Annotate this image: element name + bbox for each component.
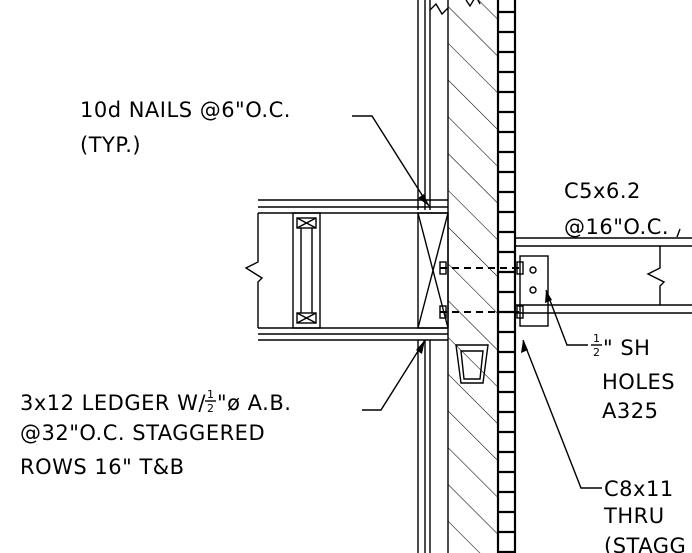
ledger-callout-line1a: 3x12 LEDGER W/ <box>20 391 206 415</box>
ledger-callout-line3: ROWS 16" T&B <box>20 455 185 479</box>
masonry-wall <box>447 0 499 553</box>
c8-callout-line2: THRU <box>603 504 665 528</box>
anchor-bolts <box>439 261 524 319</box>
clip-angle-c8 <box>519 255 549 327</box>
channel-callout-line2: @16"O.C. <box>564 215 669 239</box>
ledger-callout-line2: @32"O.C. STAGGERED <box>20 421 265 445</box>
nails-callout-line2: (TYP.) <box>80 133 141 157</box>
bolt-callout-line3: A325 <box>602 399 658 423</box>
brick-veneer <box>496 0 517 553</box>
nails-callout-line1: 10d NAILS @6"O.C. <box>80 98 291 122</box>
ledger-frac-num: 1 <box>207 388 214 401</box>
floor-joist <box>244 199 448 341</box>
c8-callout-line1: C8x11 <box>604 477 674 501</box>
leader-lines <box>352 115 681 489</box>
bolt-frac-num: 1 <box>593 332 600 345</box>
channel-callout-line1: C5x6.2 <box>564 179 641 203</box>
ledger-frac-den: 2 <box>207 402 214 415</box>
bolt-callout-line2: HOLES <box>602 370 675 394</box>
ledger-section <box>417 212 449 329</box>
bearing-pocket <box>455 344 489 384</box>
wood-stud-wall <box>417 0 481 553</box>
steel-channel-c5 <box>515 237 692 314</box>
ledger-callout-line1b: "ø A.B. <box>217 391 291 415</box>
bolt-callout-line1: " SH <box>603 336 650 360</box>
bolt-frac-den: 2 <box>593 346 600 359</box>
annotations: 10d NAILS @6"O.C. (TYP.) C5x6.2 @16"O.C.… <box>20 98 686 553</box>
c8-callout-line3: (STAGG <box>604 534 686 553</box>
